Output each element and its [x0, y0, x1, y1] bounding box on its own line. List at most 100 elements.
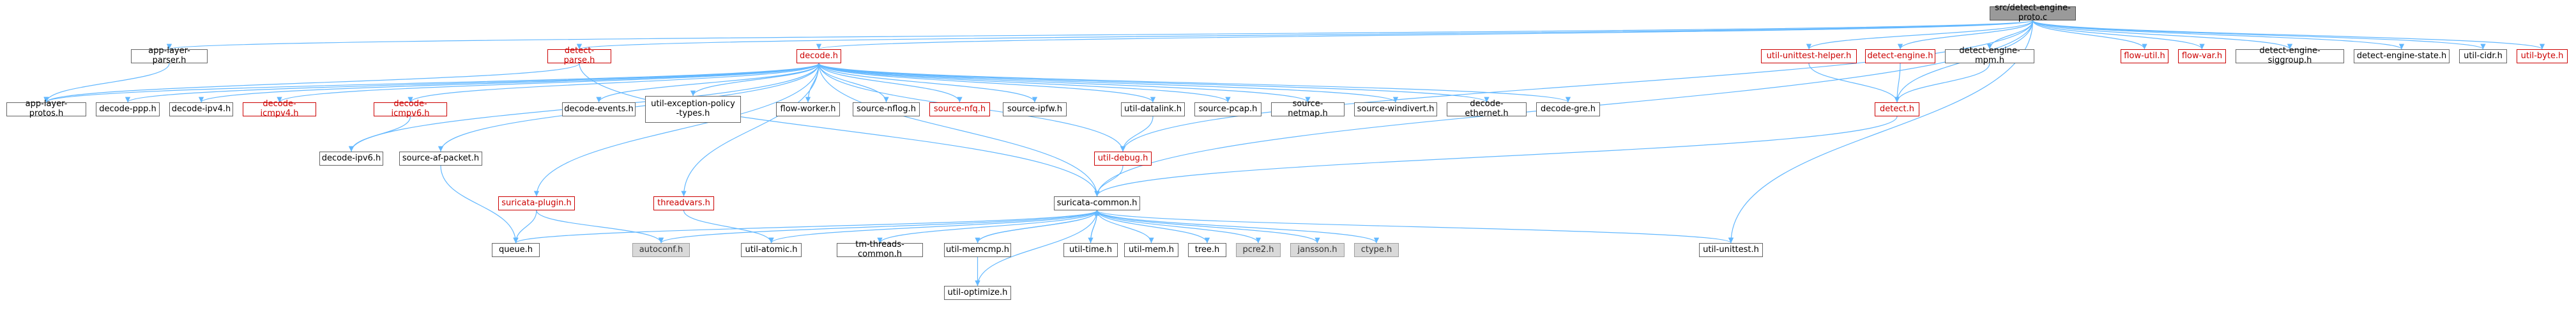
node-util-datalink-h[interactable]: util-datalink.h: [1121, 102, 1185, 116]
node-detect-engine-mpm-h[interactable]: detect-engine-mpm.h: [1945, 46, 2034, 65]
edge-common-to-unittest: [1096, 210, 1734, 244]
edge-dem-to-detect: [1894, 63, 1990, 103]
node-util-debug-h[interactable]: util-debug.h: [1094, 152, 1152, 166]
edge-decode-to-nfq: [818, 63, 963, 103]
edge-root-to-debug: [1120, 20, 2034, 152]
edge-decode-to-alpr: [43, 63, 819, 103]
node-source-nfq-h[interactable]: source-nfq.h: [929, 102, 990, 116]
edge-root-to-alp: [167, 20, 2034, 50]
edge-debug-to-common: [1094, 165, 1124, 197]
node-util-mem-h[interactable]: util-mem.h: [1124, 243, 1178, 257]
node-decode-ethernet-h[interactable]: decode-ethernet.h: [1447, 99, 1527, 118]
edge-uuh-to-detect: [1808, 63, 1900, 103]
edge-plugin-to-autoconf: [536, 210, 664, 244]
edge-plugin-to-queue: [513, 210, 537, 244]
node-app-layer-parser-h[interactable]: app-layer-parser.h: [131, 46, 208, 65]
edge-decode-to-dl: [818, 63, 1156, 103]
node-flow-var-h[interactable]: flow-var.h: [2178, 49, 2226, 63]
edge-tv-to-atomic: [683, 210, 774, 244]
edge-memcmp-to-common: [977, 210, 1100, 244]
node-detect-parse-h[interactable]: detect-parse.h: [547, 46, 611, 65]
node-detect-engine-state-h[interactable]: detect-engine-state.h: [2354, 49, 2450, 63]
edge-dparse-to-alpr: [43, 63, 580, 103]
edge-decode-to-icmp6: [408, 63, 819, 103]
edge-root-to-cidr: [2032, 20, 2486, 50]
edge-decode-to-tv: [681, 63, 819, 197]
node-suricata-plugin-h[interactable]: suricata-plugin.h: [498, 196, 575, 210]
node-detect-h[interactable]: detect.h: [1875, 102, 1919, 116]
node-util-optimize-h[interactable]: util-optimize.h: [944, 286, 1011, 300]
edge-alp-to-alpr: [43, 63, 170, 103]
node-source-pcap-h[interactable]: source-pcap.h: [1194, 102, 1261, 116]
edge-common-to-jansson: [1096, 210, 1320, 244]
node-decode-events-h[interactable]: decode-events.h: [562, 102, 636, 116]
node-decode-ppp-h[interactable]: decode-ppp.h: [96, 102, 160, 116]
node-util-byte-h[interactable]: util-byte.h: [2517, 49, 2568, 63]
edge-icmp6-to-ipv6: [348, 116, 411, 152]
edge-root-to-fv: [2032, 20, 2205, 50]
node-decode-ipv6-h[interactable]: decode-ipv6.h: [319, 152, 383, 166]
edge-common-to-tmtc: [877, 210, 1098, 244]
node-source-af-packet-h[interactable]: source-af-packet.h: [399, 152, 482, 166]
edge-decode-to-gre: [818, 63, 1571, 103]
edge-root-to-desg: [2032, 20, 2293, 50]
node-ctype-h[interactable]: ctype.h: [1354, 243, 1399, 257]
node-util-memcmp-h[interactable]: util-memcmp.h: [944, 243, 1011, 257]
node-decode-h[interactable]: decode.h: [796, 49, 841, 63]
edge-common-to-pcre2: [1096, 210, 1261, 244]
node-src-detect-engine-proto-c[interactable]: src/detect-engine-proto.c: [1990, 3, 2076, 22]
node-util-unittest-helper-h[interactable]: util-unittest-helper.h: [1761, 49, 1857, 63]
node-util-time-h[interactable]: util-time.h: [1063, 243, 1118, 257]
node-util-exception-policy-types-h[interactable]: util-exception-policy -types.h: [645, 96, 741, 123]
node-tree-h[interactable]: tree.h: [1188, 243, 1226, 257]
node-decode-ipv4-h[interactable]: decode-ipv4.h: [169, 102, 233, 116]
edge-time-to-common: [1090, 210, 1100, 244]
node-source-ipfw-h[interactable]: source-ipfw.h: [1003, 102, 1067, 116]
node-decode-icmpv6-h[interactable]: decode-icmpv6.h: [374, 99, 447, 118]
node-util-unittest-h[interactable]: util-unittest.h: [1699, 243, 1763, 257]
node-flow-worker-h[interactable]: flow-worker.h: [776, 102, 840, 116]
edge-root-to-uuh: [1806, 20, 2034, 50]
edge-decode-to-pcap: [818, 63, 1231, 103]
node-decode-gre-h[interactable]: decode-gre.h: [1536, 102, 1600, 116]
edge-detect-to-common: [1094, 116, 1898, 197]
node-source-nflog-h[interactable]: source-nflog.h: [853, 102, 920, 116]
node-source-windivert-h[interactable]: source-windivert.h: [1354, 102, 1437, 116]
node-app-layer-protos-h[interactable]: app-layer-protos.h: [6, 99, 86, 118]
node-threadvars-h[interactable]: threadvars.h: [653, 196, 714, 210]
node-source-netmap-h[interactable]: source-netmap.h: [1271, 99, 1345, 118]
edge-decode-to-icmp4: [277, 63, 819, 103]
edge-root-to-decode: [816, 20, 2034, 50]
node-queue-h[interactable]: queue.h: [492, 243, 540, 257]
node-flow-util-h[interactable]: flow-util.h: [2121, 49, 2168, 63]
node-pcre2-h[interactable]: pcre2.h: [1236, 243, 1281, 257]
edge-decode-to-events: [596, 63, 819, 103]
edge-decode-to-nflog: [818, 63, 889, 103]
edge-dl-to-debug: [1120, 116, 1154, 152]
edge-decode-to-ipfw: [818, 63, 1038, 103]
edge-common-to-opt: [975, 210, 1098, 287]
edge-decode-to-eth: [818, 63, 1490, 103]
node-tm-threads-common-h[interactable]: tm-threads-common.h: [837, 240, 923, 259]
edge-decode-to-plugin: [533, 63, 819, 197]
edge-decode-to-ipv4: [199, 63, 819, 103]
edge-dparse-to-common: [579, 63, 1100, 197]
edge-common-to-queue: [513, 210, 1098, 244]
edge-common-to-ctype: [1096, 210, 1380, 244]
edge-root-to-dparse: [577, 20, 2034, 50]
node-jansson-h[interactable]: jansson.h: [1290, 243, 1345, 257]
node-decode-icmpv4-h[interactable]: decode-icmpv4.h: [243, 99, 316, 118]
edge-root-to-fu: [2032, 20, 2147, 50]
node-util-atomic-h[interactable]: util-atomic.h: [741, 243, 802, 257]
edge-decode-to-windiv: [818, 63, 1398, 103]
edge-root-to-des: [2032, 20, 2404, 50]
node-autoconf-h[interactable]: autoconf.h: [632, 243, 690, 257]
edge-decode-to-netmap: [818, 63, 1311, 103]
edge-decode-to-uept: [690, 63, 819, 97]
node-util-cidr-h[interactable]: util-cidr.h: [2459, 49, 2507, 63]
edge-afp-to-queue: [440, 165, 519, 244]
node-suricata-common-h[interactable]: suricata-common.h: [1054, 196, 1140, 210]
node-detect-engine-siggroup-h[interactable]: detect-engine-siggroup.h: [2236, 46, 2344, 65]
node-detect-engine-h[interactable]: detect-engine.h: [1865, 49, 1935, 63]
